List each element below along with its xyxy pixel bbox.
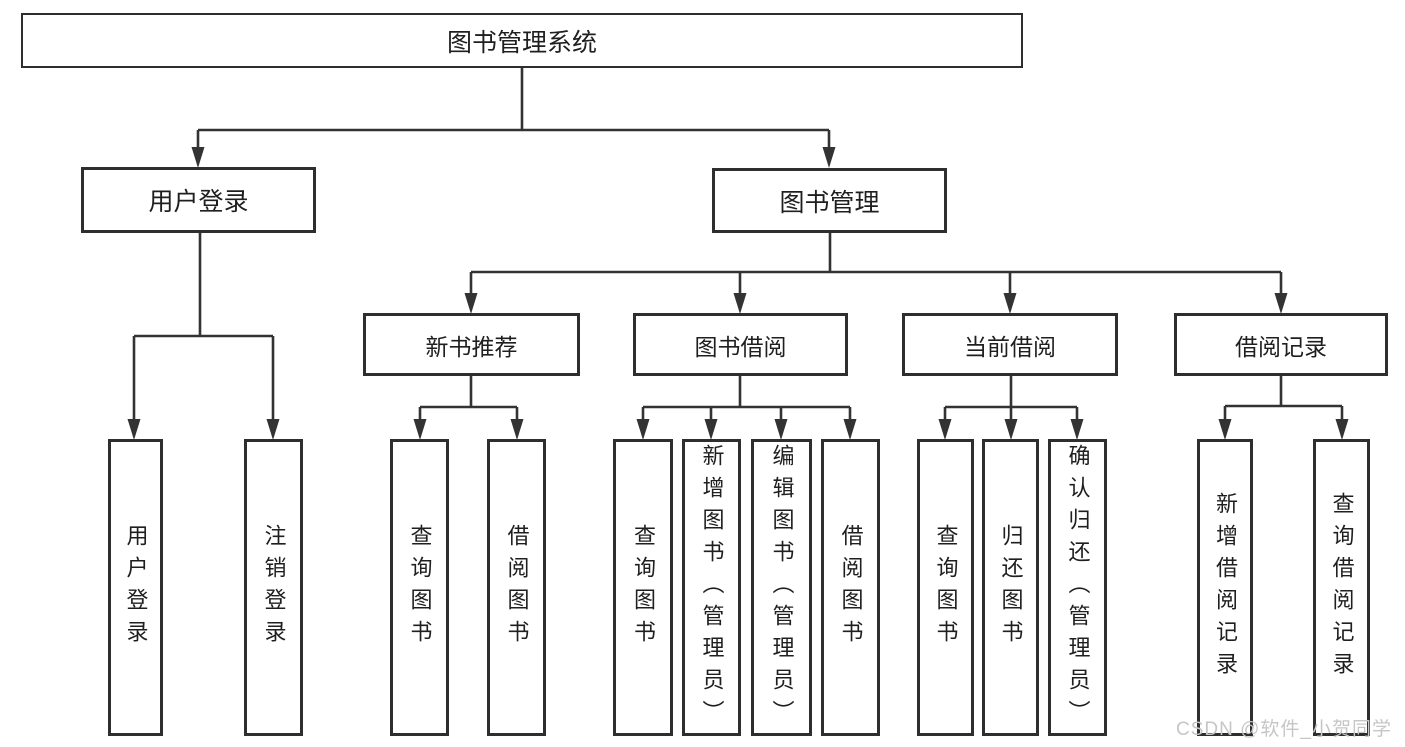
node-label: 借阅图书: [504, 523, 530, 652]
node-label: 查询借阅记录: [1329, 491, 1355, 684]
connector-book-mgmt-to-level3: [464, 231, 1288, 314]
arrowhead: [1335, 419, 1349, 440]
node-label: 查询图书: [631, 523, 656, 652]
node-label: 借阅记录: [1235, 333, 1327, 360]
node-new-book-recommend: 新书推荐: [363, 313, 580, 376]
node-label: 新增借阅记录: [1213, 491, 1238, 684]
arrowhead: [266, 419, 280, 440]
leaf-borrow-books-2: 借阅图书: [821, 439, 880, 736]
node-label: 当前借阅: [964, 333, 1056, 360]
node-label: 查询图书: [933, 523, 959, 652]
node-system-root: 图书管理系统: [21, 13, 1023, 68]
arrowhead: [843, 419, 857, 440]
node-user-login: 用户登录: [81, 167, 316, 233]
arrowhead: [704, 419, 718, 440]
arrowhead: [191, 147, 205, 168]
node-label: 新增图书（管理员）: [699, 443, 725, 732]
node-label: 用户登录: [123, 523, 149, 652]
leaf-return-books: 归还图书: [982, 439, 1039, 736]
node-label: 编辑图书（管理员）: [769, 443, 795, 732]
node-label: 图书借阅: [694, 333, 787, 360]
connector-user-login-to-leaves: [127, 231, 280, 440]
leaf-add-borrow-record: 新增借阅记录: [1197, 439, 1253, 736]
node-book-borrowing: 图书借阅: [633, 313, 848, 376]
arrowhead: [636, 419, 650, 440]
leaf-logout: 注销登录: [244, 439, 303, 736]
node-label: 图书管理: [779, 188, 880, 217]
node-book-management: 图书管理: [712, 168, 947, 233]
arrowhead: [1004, 419, 1018, 440]
arrowhead: [413, 419, 427, 440]
arrowhead: [1218, 419, 1232, 440]
node-label: 新书推荐: [425, 333, 518, 360]
arrowhead: [774, 419, 788, 440]
arrowhead: [127, 419, 141, 440]
arrowhead: [822, 147, 836, 168]
node-current-borrowing: 当前借阅: [902, 313, 1118, 376]
connector-current-borrow-to-leaves: [938, 374, 1084, 440]
connector-root-to-level2: [191, 68, 836, 168]
node-label: 用户登录: [148, 188, 249, 216]
connector-new-book-rec-to-leaves: [413, 374, 524, 440]
leaf-query-books-3: 查询图书: [917, 439, 974, 736]
leaf-user-login: 用户登录: [108, 439, 163, 736]
node-label: 注销登录: [261, 523, 287, 652]
node-label: 查询图书: [407, 523, 433, 652]
node-label: 归还图书: [998, 523, 1024, 652]
leaf-edit-books-admin: 编辑图书（管理员）: [751, 439, 812, 736]
arrowhead: [733, 293, 747, 314]
connector-borrow-records-to-leaves: [1218, 374, 1349, 440]
node-borrow-records: 借阅记录: [1174, 313, 1388, 376]
leaf-borrow-books-1: 借阅图书: [487, 439, 546, 736]
node-label: 图书管理系统: [446, 28, 597, 57]
arrowhead: [1003, 293, 1017, 314]
leaf-query-borrow-record: 查询借阅记录: [1313, 439, 1370, 736]
connector-book-borrow-to-leaves: [636, 374, 857, 440]
arrowhead: [464, 293, 478, 314]
arrowhead: [938, 419, 952, 440]
arrowhead: [510, 419, 524, 440]
leaf-confirm-return-admin: 确认归还（管理员）: [1048, 439, 1107, 736]
leaf-query-books-1: 查询图书: [390, 439, 449, 736]
arrowhead: [1274, 293, 1288, 314]
leaf-add-books-admin: 新增图书（管理员）: [682, 439, 741, 736]
leaf-query-books-2: 查询图书: [613, 439, 673, 736]
node-label: 借阅图书: [838, 523, 864, 652]
arrowhead: [1070, 419, 1084, 440]
node-label: 确认归还（管理员）: [1065, 443, 1091, 732]
